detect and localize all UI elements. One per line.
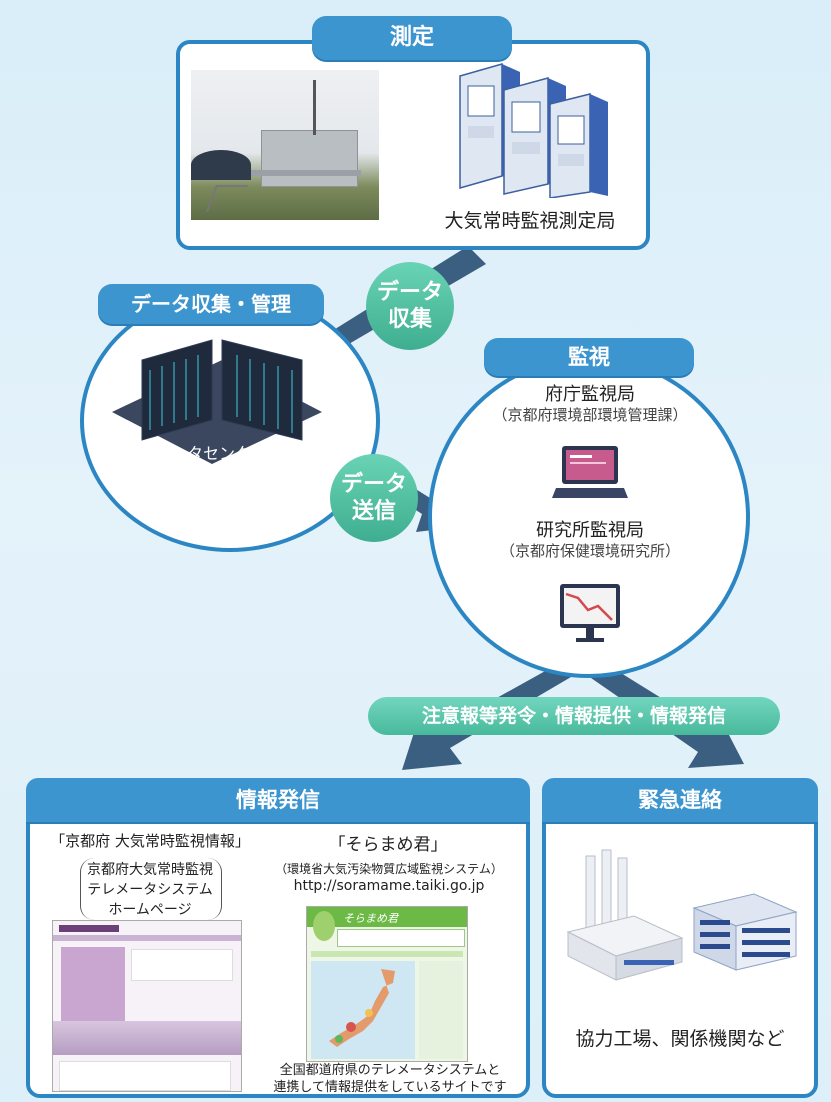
laptop-icon bbox=[552, 446, 628, 498]
station-deck bbox=[251, 170, 361, 176]
background-hill bbox=[191, 150, 251, 180]
kyoto-sub-line3: ホームページ bbox=[108, 902, 192, 918]
notice-banner: 注意報等発令・情報提供・情報発信 bbox=[368, 697, 780, 735]
soramame-note-line1: 全国都道府県のテレメータシステムと bbox=[279, 1063, 501, 1078]
kyoto-sub: 京都府大気常時監視 テレメータシステム ホームページ bbox=[70, 860, 230, 920]
badge-send-line1: データ bbox=[340, 472, 407, 497]
pref-office-label: 府庁監視局 bbox=[545, 384, 635, 405]
soramame-japan-map bbox=[311, 961, 415, 1059]
factory-and-building-icon bbox=[566, 849, 798, 981]
kyoto-sub-line1: 京都府大気常時監視 bbox=[87, 862, 213, 878]
station-label: 大気常時監視測定局 bbox=[444, 210, 616, 232]
info-title: 情報発信 bbox=[26, 778, 530, 822]
soramame-site-title-bar bbox=[337, 929, 465, 947]
collection-title: データ収集・管理 bbox=[98, 284, 324, 324]
soramame-url: http://soramame.taiki.go.jp bbox=[293, 878, 485, 894]
soramame-logo: そらまめ君 bbox=[343, 912, 398, 925]
station-stairs bbox=[206, 185, 248, 212]
lab-label: 研究所監視局 bbox=[536, 520, 644, 541]
kyoto-site-screenshot bbox=[52, 920, 242, 1092]
monitoring-title: 監視 bbox=[484, 338, 694, 376]
antenna-mast bbox=[313, 80, 316, 135]
soramame-region-list bbox=[419, 961, 463, 1059]
monitor-icon bbox=[560, 584, 620, 642]
kyoto-sub-line2: テレメータシステム bbox=[87, 882, 213, 898]
emergency-title: 緊急連絡 bbox=[542, 778, 818, 822]
badge-send-line2: 送信 bbox=[351, 499, 396, 524]
japan-map-icon bbox=[329, 969, 395, 1047]
pref-office-sub: （京都府環境部環境管理課） bbox=[492, 406, 688, 424]
badge-collect-line2: 収集 bbox=[387, 307, 432, 332]
badge-collect-line1: データ bbox=[376, 280, 443, 305]
data-center-icon bbox=[112, 339, 322, 464]
station-building bbox=[261, 130, 358, 187]
kyoto-site-footer bbox=[59, 1061, 231, 1091]
data-center-label: データセンター bbox=[154, 444, 267, 463]
office-building-icon bbox=[692, 893, 798, 971]
kyoto-site-content bbox=[131, 949, 233, 981]
kyoto-title: 「京都府 大気常時監視情報」 bbox=[50, 832, 250, 850]
soramame-site-notice bbox=[311, 951, 463, 957]
factory-icon bbox=[566, 849, 684, 981]
kyoto-sub-bracket bbox=[80, 858, 222, 920]
soramame-site-header: そらまめ君 bbox=[307, 907, 467, 927]
data-send-badge: データ 送信 bbox=[330, 454, 418, 542]
soramame-note: 全国都道府県のテレメータシステムと 連携して情報提供をしているサイトです bbox=[250, 1062, 530, 1096]
kyoto-site-sidebar bbox=[61, 947, 125, 1021]
analyzer-cabinets-icon bbox=[459, 63, 608, 198]
lab-sub: （京都府保健環境研究所） bbox=[499, 542, 680, 560]
kyoto-site-nav bbox=[53, 935, 241, 941]
soramame-note-line2: 連携して情報提供をしているサイトです bbox=[273, 1080, 507, 1095]
data-collect-badge: データ 収集 bbox=[366, 262, 454, 350]
station-photo bbox=[191, 70, 379, 220]
kyoto-site-map-band bbox=[53, 1021, 241, 1055]
soramame-mascot-icon bbox=[313, 911, 335, 941]
soramame-site-screenshot: そらまめ君 bbox=[306, 906, 468, 1062]
measurement-title: 測定 bbox=[312, 16, 512, 60]
emergency-label: 協力工場、関係機関など bbox=[575, 1028, 785, 1050]
soramame-title: 「そらまめ君」 bbox=[328, 835, 448, 855]
monitoring-circle bbox=[428, 356, 750, 678]
soramame-sub: （環境省大気汚染物質広域監視システム） bbox=[275, 862, 503, 876]
kyoto-site-logo bbox=[59, 925, 119, 932]
